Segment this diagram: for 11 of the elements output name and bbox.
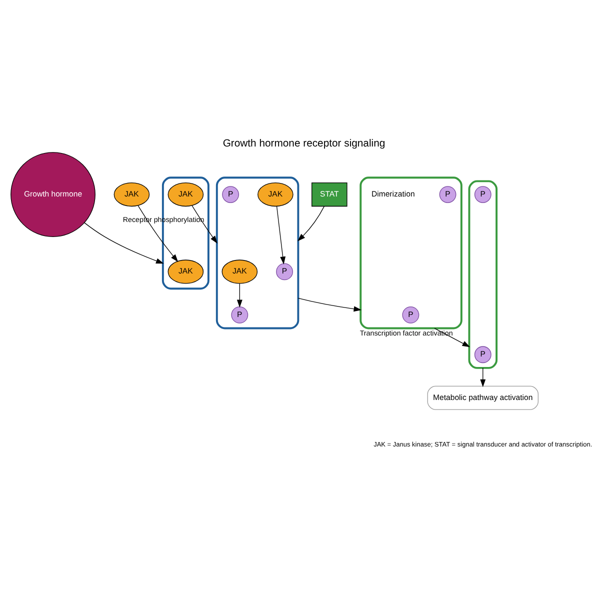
diagram-title: Growth hormone receptor signaling — [222, 138, 386, 150]
cluster — [216, 176, 300, 330]
arrow — [236, 283, 242, 308]
arrow — [480, 368, 486, 388]
arrow — [192, 205, 218, 244]
arrow — [276, 206, 286, 264]
cluster — [468, 180, 498, 369]
cluster — [360, 176, 462, 330]
arrow — [298, 298, 362, 312]
arrow — [84, 222, 164, 264]
arrow — [297, 206, 325, 242]
